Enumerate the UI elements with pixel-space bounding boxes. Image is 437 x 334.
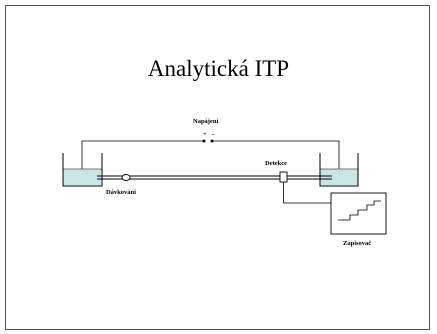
detector-cell-icon bbox=[279, 171, 288, 183]
detector-signal-wire bbox=[283, 182, 332, 204]
negative-sign: - bbox=[212, 130, 215, 138]
left-electrolyte-vessel bbox=[62, 153, 103, 187]
right-buffer-fill bbox=[320, 169, 358, 185]
detection-label: Detekce bbox=[265, 160, 288, 167]
power-supply-circuit bbox=[81, 139, 340, 169]
injection-valve-icon bbox=[121, 174, 131, 181]
power-supply-label: Napájení bbox=[193, 118, 219, 125]
negative-terminal-icon bbox=[210, 139, 214, 143]
recorder-label: Zapisovač bbox=[343, 240, 372, 247]
recorder-icon bbox=[330, 192, 387, 235]
slide-title: Analytická ITP bbox=[147, 56, 290, 81]
capillary-tube bbox=[97, 175, 332, 180]
right-electrolyte-vessel bbox=[319, 153, 359, 187]
slide-frame bbox=[5, 5, 430, 330]
positive-sign: + bbox=[203, 130, 207, 138]
positive-terminal-icon bbox=[202, 139, 206, 143]
left-buffer-fill bbox=[63, 169, 101, 185]
injection-label: Dávkování bbox=[106, 189, 136, 196]
